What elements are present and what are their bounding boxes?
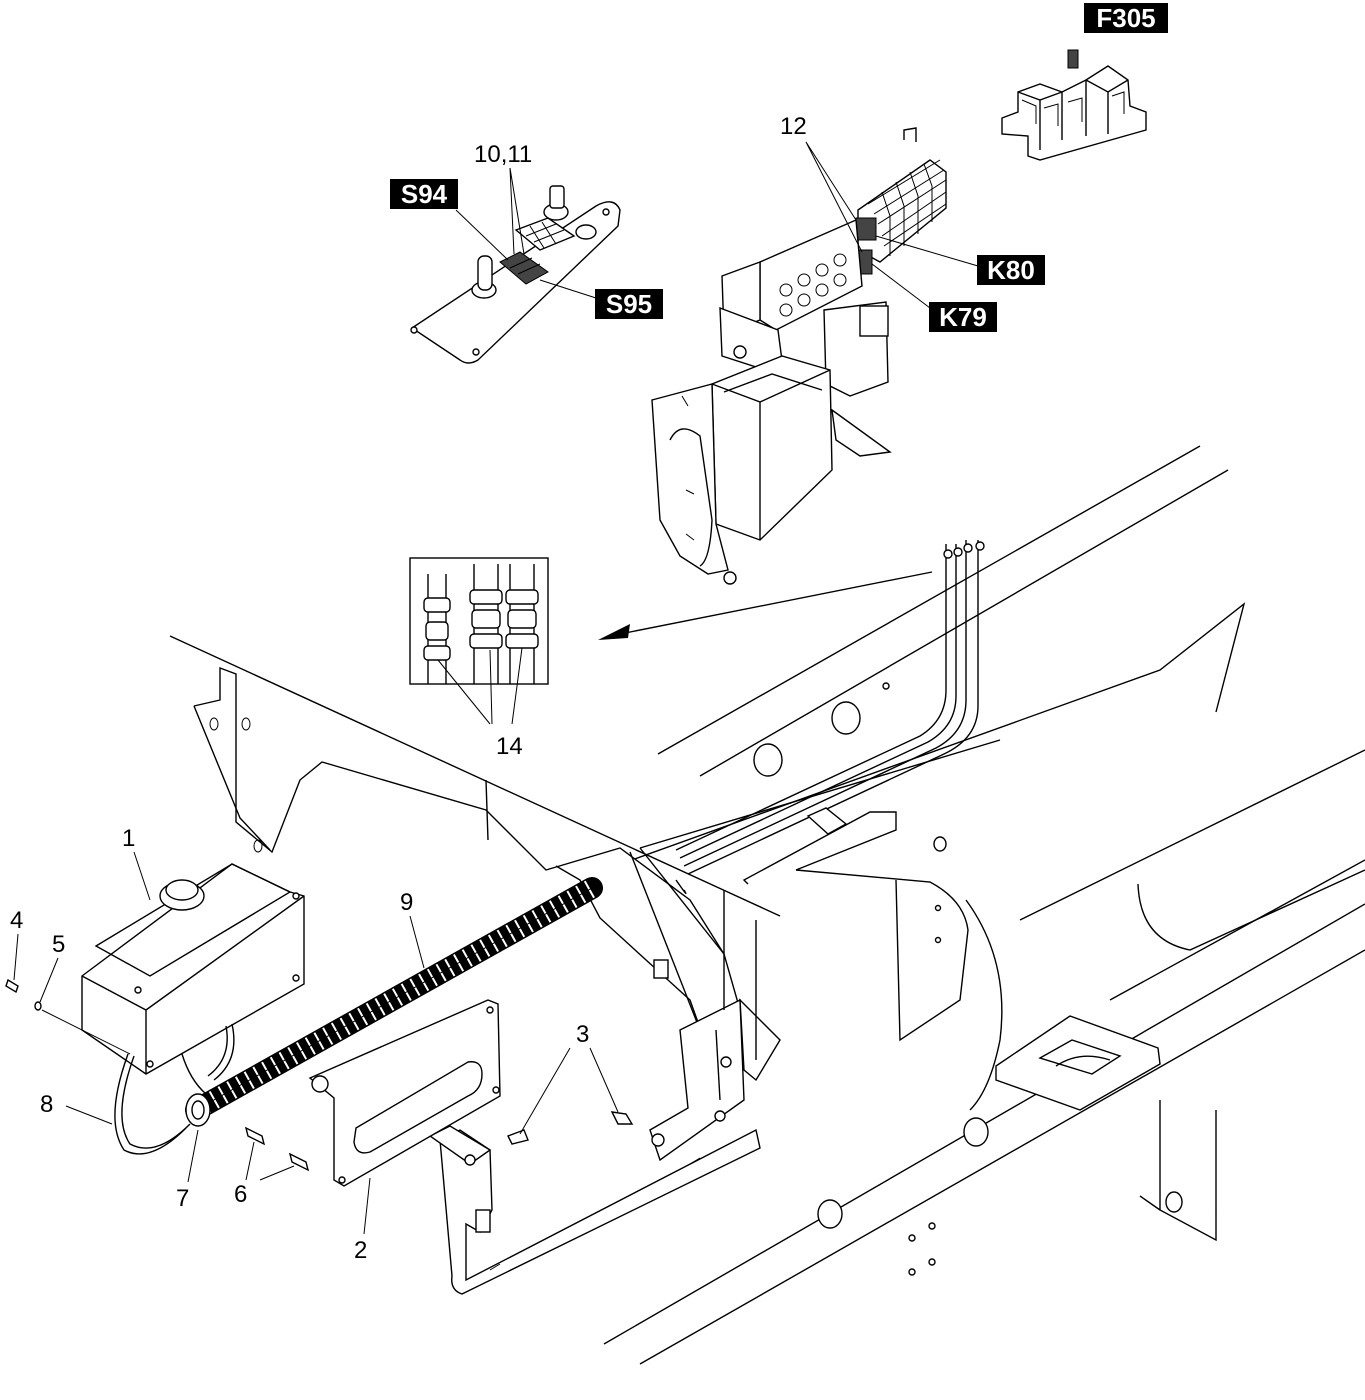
tag-s94: S94: [390, 179, 458, 209]
cover-plate: [308, 999, 501, 1187]
reservoir-tank: [81, 863, 305, 1075]
frame-bushings: [753, 682, 989, 1229]
switch-panel: [410, 185, 621, 364]
callout-4: 4: [10, 907, 23, 934]
callout-14: 14: [496, 733, 523, 760]
fuse-block-f305: [1001, 49, 1147, 161]
fasteners: [5, 978, 634, 1172]
hydraulic-hoses: [675, 540, 985, 875]
relay-module-assembly: [651, 127, 947, 585]
chassis-frame: [169, 445, 1365, 1365]
tag-s95-label: S95: [606, 289, 652, 319]
callout-2: 2: [354, 1237, 367, 1264]
callout-5: 5: [52, 931, 65, 958]
tag-k80: K80: [977, 255, 1045, 285]
callout-10-11: 10,11: [474, 141, 532, 168]
callout-6: 6: [234, 1181, 247, 1208]
detail-pointer-arrow: [619, 571, 933, 635]
support-bracket: [428, 890, 781, 1295]
callout-9: 9: [400, 889, 413, 916]
crossmember-bracket: [742, 807, 1217, 1276]
callout-12: 12: [780, 113, 807, 140]
tag-f305: F305: [1084, 3, 1168, 33]
corrugated-conduit: [185, 877, 603, 1127]
tag-s95: S95: [595, 289, 663, 319]
tag-k79: K79: [929, 302, 997, 332]
callout-8: 8: [40, 1091, 53, 1118]
tag-k80-label: K80: [987, 255, 1035, 285]
callout-1: 1: [122, 825, 135, 852]
hose-clamp-detail-inset: [409, 557, 549, 685]
mounting-bracket-plate: [193, 666, 741, 1031]
callout-3: 3: [576, 1021, 589, 1048]
reservoir-hoses: [114, 1023, 235, 1155]
tag-k79-label: K79: [939, 302, 987, 332]
tag-s94-label: S94: [401, 179, 448, 209]
callout-7: 7: [176, 1185, 189, 1212]
tag-f305-label: F305: [1096, 3, 1155, 33]
